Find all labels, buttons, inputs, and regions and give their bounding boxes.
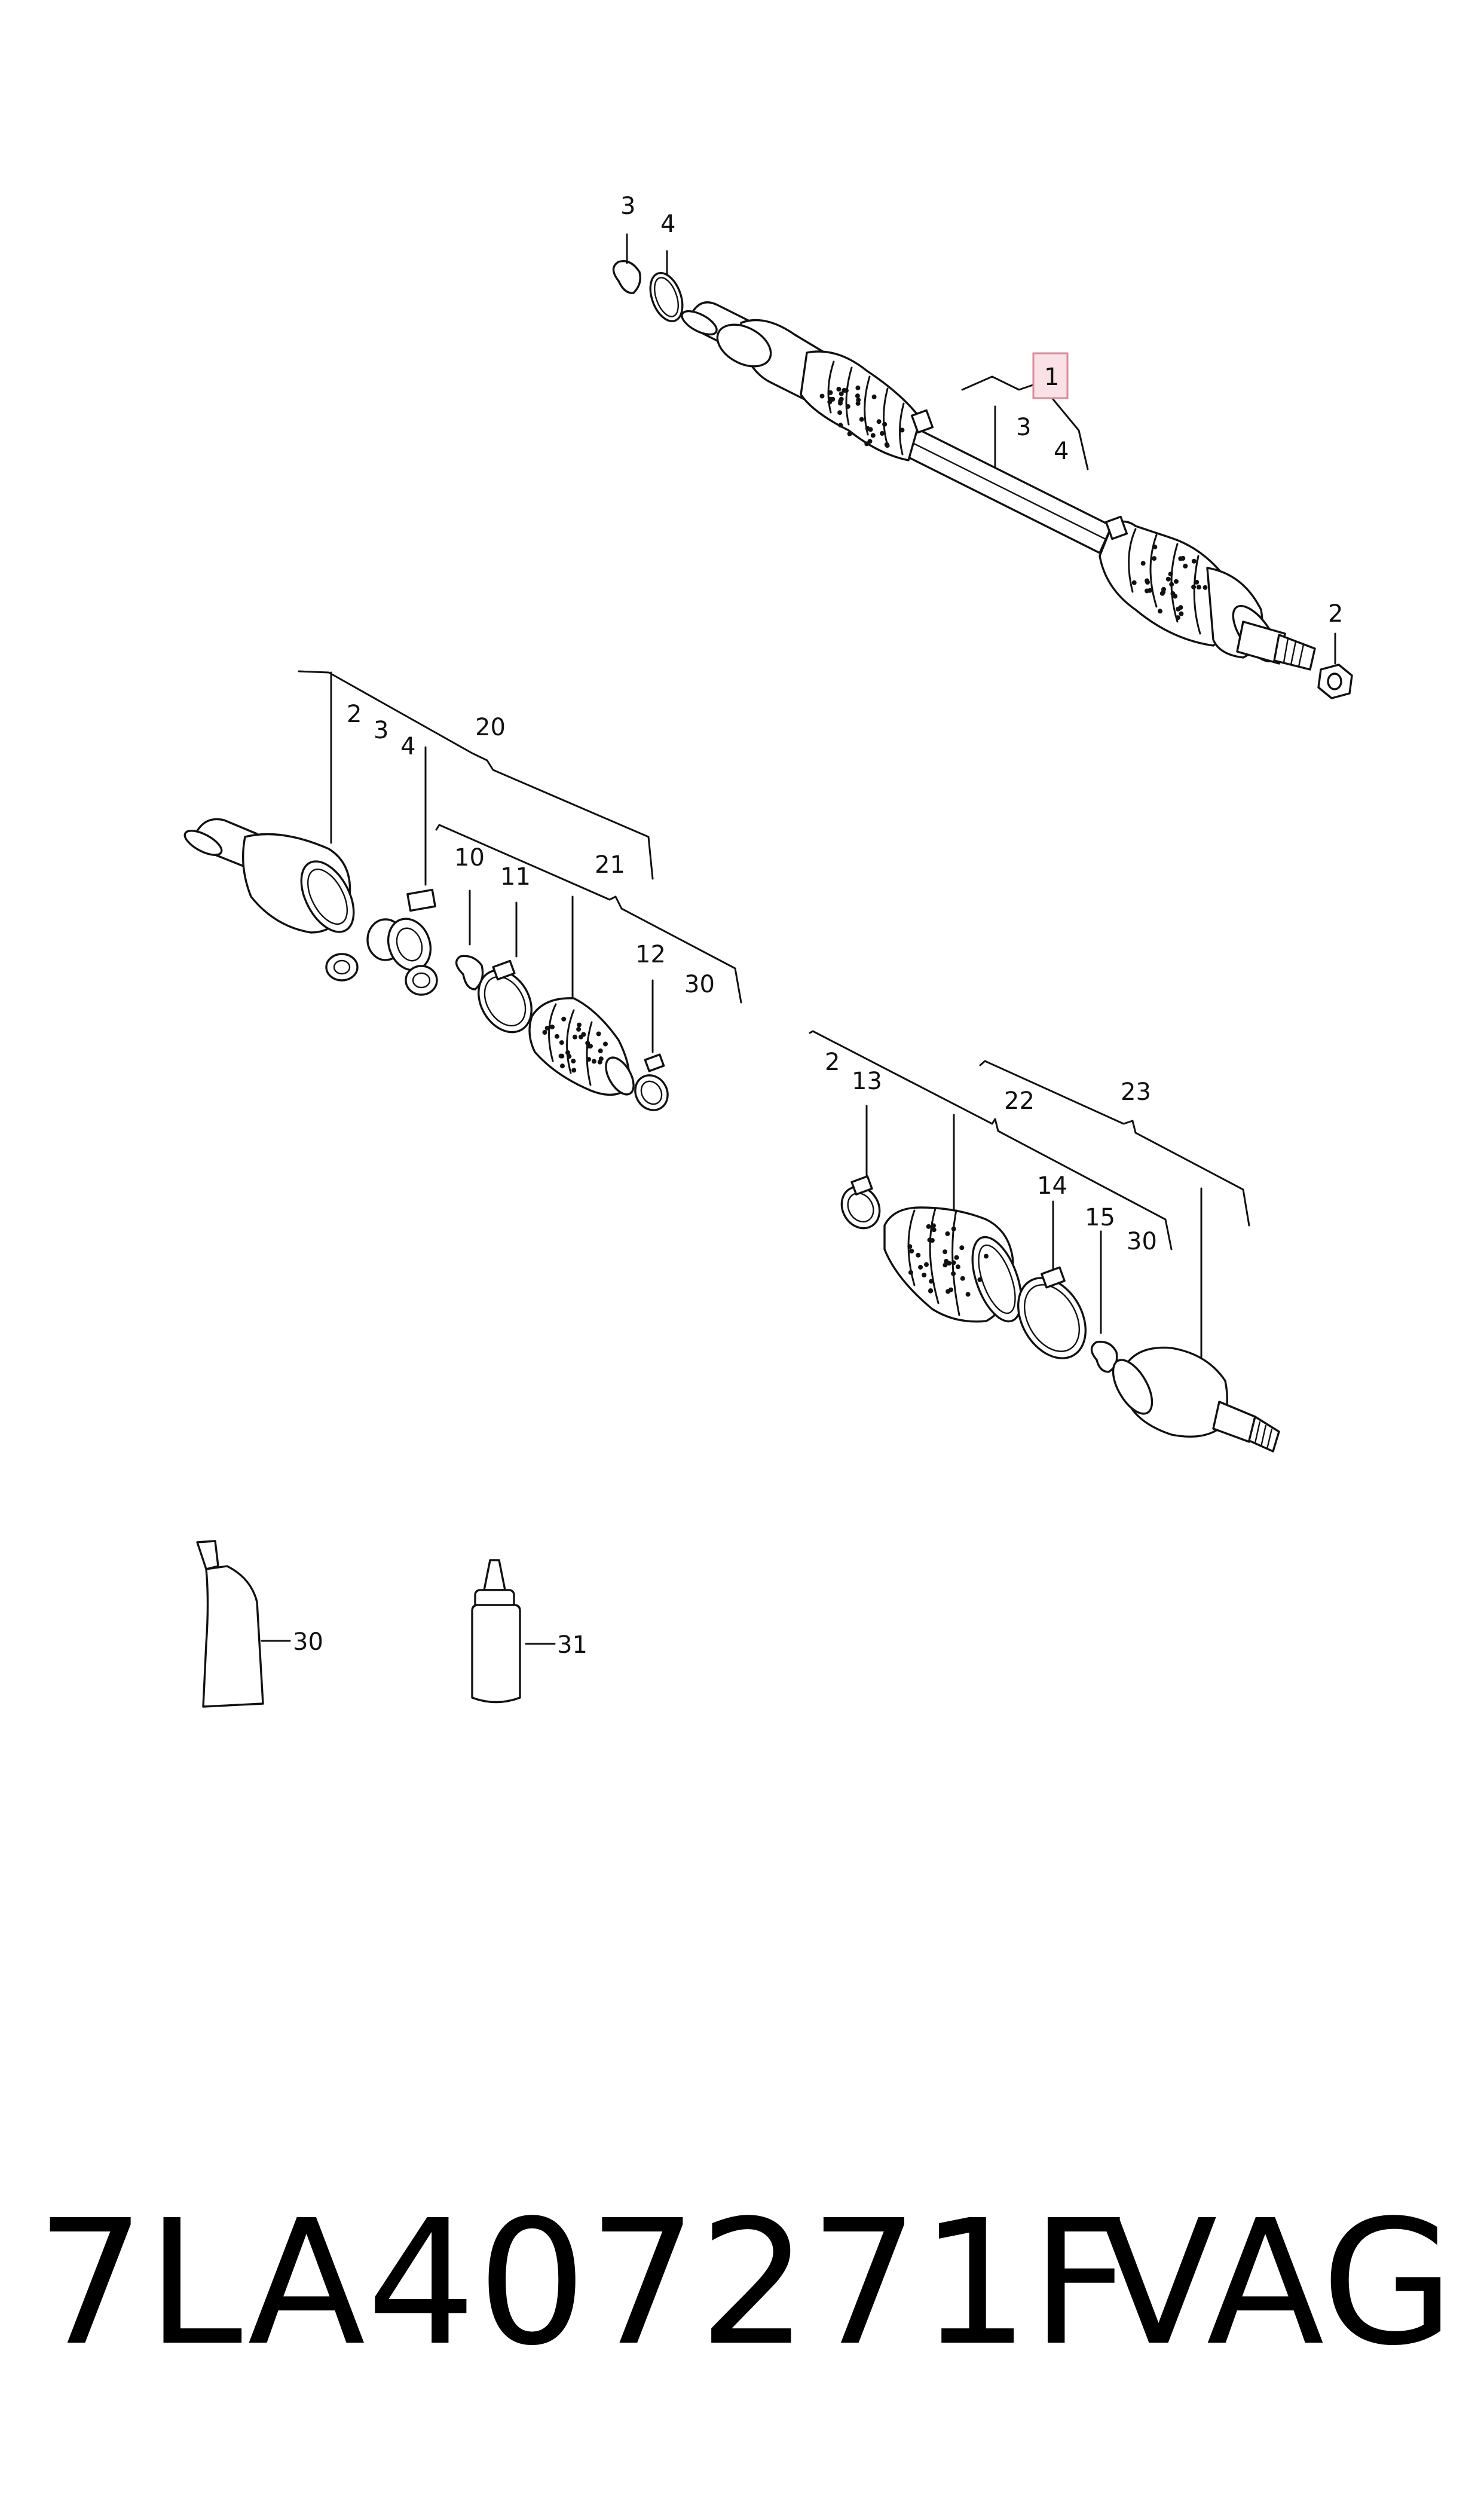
clamp-13: [840, 1175, 881, 1230]
drive-shaft-assembly: [612, 233, 1353, 699]
callout-1-3: 3: [1016, 414, 1031, 441]
outer-joint: [1206, 567, 1286, 665]
callout-22-30: 30: [1127, 1228, 1157, 1255]
tripod-spider: [325, 888, 438, 996]
splined-stub: [1273, 634, 1316, 671]
callout-20: 20: [475, 714, 506, 741]
grease-tube-30: [196, 1540, 291, 1708]
snap-ring-3: [612, 260, 641, 294]
brand-name: VAG: [1100, 2183, 1455, 2383]
tripod-housing: [183, 818, 355, 934]
callout-22-2: 2: [825, 1048, 840, 1076]
callout-22: 22: [1004, 1087, 1035, 1115]
callout-15: 15: [1085, 1204, 1115, 1231]
callout-23: 23: [1121, 1078, 1151, 1106]
callout-21: 21: [595, 851, 625, 879]
callout-11: 11: [500, 863, 531, 891]
callout-21-30: 30: [684, 971, 715, 998]
inner-joint-kit: [183, 670, 742, 1111]
circlip-10: [455, 955, 484, 990]
callout-20-2: 2: [347, 701, 362, 728]
boot-22: [883, 1206, 1023, 1323]
clamp-11: [478, 959, 533, 1034]
callout-13: 13: [852, 1068, 882, 1095]
circlip-15: [1090, 1340, 1118, 1373]
callout-20-4: 4: [400, 733, 415, 760]
callout-10: 10: [454, 844, 485, 872]
callout-nut-2: 2: [1328, 600, 1343, 628]
callout-top-3: 3: [620, 192, 635, 220]
outer-joint-kit: [809, 1030, 1280, 1453]
part-number: 7LA407271F: [36, 2183, 1131, 2383]
sealant-bottle-31: [471, 1559, 556, 1704]
outer-cv-joint-23: [1112, 1346, 1280, 1453]
callout-1-4: 4: [1054, 438, 1069, 465]
callout-12: 12: [635, 941, 666, 968]
inner-boot: [800, 350, 934, 461]
callout-top-4: 4: [660, 210, 675, 238]
callout-30: 30: [293, 1628, 323, 1656]
clamp-12: [634, 1053, 669, 1111]
callout-14: 14: [1037, 1172, 1067, 1200]
footer: 7LA407271F VAG: [24, 2188, 1470, 2379]
shaft-bar: [882, 417, 1113, 554]
o-ring-4: [649, 271, 684, 323]
callout-31: 31: [557, 1631, 588, 1659]
callout-1[interactable]: 1: [1044, 363, 1059, 391]
callout-20-3: 3: [374, 717, 388, 744]
clamp-14: [1017, 1266, 1087, 1359]
axle-nut: [1317, 664, 1353, 699]
boot-21: [528, 997, 635, 1096]
outer-boot: [1099, 515, 1232, 647]
highlighted-callout-box: [1032, 352, 1069, 399]
